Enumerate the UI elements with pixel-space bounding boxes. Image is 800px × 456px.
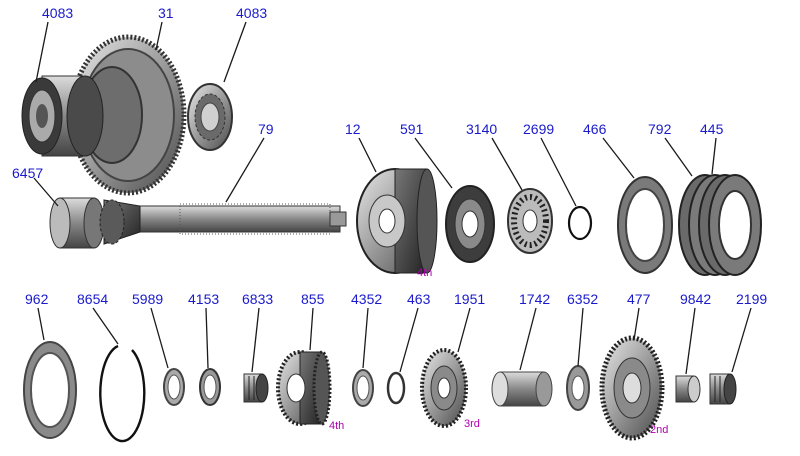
label-l15: 4153 <box>188 291 219 307</box>
label-l23: 477 <box>627 291 651 307</box>
gear-label-g3: 2nd <box>650 424 668 436</box>
part-4083-bearing-right <box>187 83 233 151</box>
label-l4: 79 <box>258 121 274 137</box>
label-l2: 4083 <box>236 5 267 21</box>
label-l25: 2199 <box>736 291 767 307</box>
gear-labels: 4th 4th 3rd 2nd <box>329 267 668 436</box>
part-2699-snap-ring <box>567 205 593 241</box>
label-l12: 962 <box>25 291 49 307</box>
leader-1951 <box>457 307 471 353</box>
part-4352-washer <box>352 369 374 407</box>
label-l19: 463 <box>407 291 431 307</box>
part-6457-roller-bearing <box>49 197 105 249</box>
part-466-clutch-plate <box>617 176 673 274</box>
part-8654-snap-ring <box>99 344 146 443</box>
label-l21: 1742 <box>519 291 550 307</box>
label-l0: 4083 <box>42 5 73 21</box>
leader-31 <box>155 21 163 51</box>
leader-1742 <box>519 307 537 371</box>
label-l8: 2699 <box>523 121 554 137</box>
part-962-plate <box>23 341 77 439</box>
leader-4083-left <box>35 21 49 83</box>
label-l24: 9842 <box>680 291 711 307</box>
label-l10: 792 <box>648 121 672 137</box>
leader-6457 <box>33 177 59 207</box>
part-792-445-clutch-pack <box>678 174 762 276</box>
leader-79 <box>225 137 265 203</box>
part-1951-third-gear <box>420 348 468 428</box>
leader-2699 <box>540 137 577 207</box>
leader-477 <box>633 307 640 341</box>
part-591-piston <box>445 185 495 263</box>
gear-label-g0: 4th <box>417 267 432 279</box>
label-l5: 12 <box>345 121 361 137</box>
part-9842-bushing <box>675 375 701 403</box>
part-3140-spring-pack <box>507 188 553 254</box>
part-4153-thrust-washer <box>199 368 221 406</box>
part-4083-bearing-left <box>21 75 104 157</box>
label-l6: 591 <box>400 121 424 137</box>
part-463-snap-ring <box>386 371 406 405</box>
leader-3140 <box>491 137 523 191</box>
leader-6833 <box>251 307 260 373</box>
leader-4352 <box>362 307 369 369</box>
label-l7: 3140 <box>466 121 497 137</box>
leader-8654 <box>92 307 119 345</box>
part-12-clutch-drum <box>356 168 438 274</box>
leader-445 <box>711 137 717 175</box>
label-l22: 6352 <box>567 291 598 307</box>
part-1742-sleeve <box>491 371 553 407</box>
leader-463 <box>399 307 419 373</box>
part-79-output-shaft <box>99 199 347 245</box>
leader-855 <box>309 307 314 351</box>
leader-4083-right <box>223 21 247 83</box>
part-477-second-gear <box>599 335 665 441</box>
part-2199-needle-bearing <box>709 373 737 405</box>
leader-4153 <box>205 307 209 369</box>
part-5989-washer <box>163 368 185 406</box>
label-l20: 1951 <box>454 291 485 307</box>
leader-2199 <box>731 307 752 373</box>
leader-962 <box>37 307 45 341</box>
leader-591 <box>414 137 453 189</box>
label-l9: 466 <box>583 121 607 137</box>
label-l11: 445 <box>700 121 724 137</box>
leader-lines <box>33 21 752 375</box>
gear-label-g1: 4th <box>329 420 344 432</box>
label-l3: 6457 <box>12 165 43 181</box>
leader-5989 <box>150 307 169 369</box>
leader-792 <box>664 137 693 177</box>
label-l16: 6833 <box>242 291 273 307</box>
part-6833-needle-bearing <box>243 373 269 403</box>
label-l17: 855 <box>301 291 325 307</box>
label-l14: 5989 <box>132 291 163 307</box>
leader-12 <box>358 137 377 173</box>
label-l18: 4352 <box>351 291 382 307</box>
part-6352-washer <box>566 365 590 411</box>
leader-9842 <box>685 307 696 375</box>
leader-6352 <box>577 307 584 367</box>
label-l1: 31 <box>158 5 174 21</box>
part-855-fourth-gear <box>276 350 332 426</box>
leader-466 <box>602 137 635 179</box>
gear-label-g2: 3rd <box>464 418 480 430</box>
label-l13: 8654 <box>77 291 108 307</box>
part-labels: 4083 31 4083 6457 79 12 591 3140 2699 46… <box>12 5 767 307</box>
